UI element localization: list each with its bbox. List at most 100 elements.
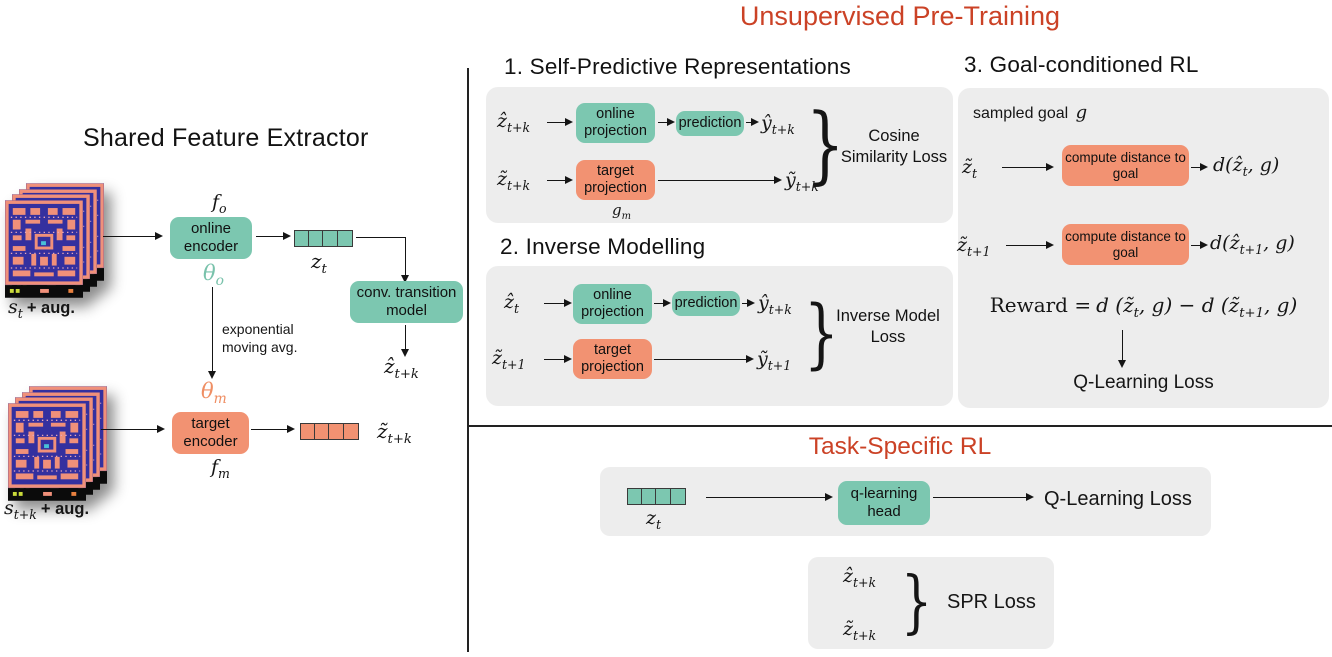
q-learning-loss-task-label: Q-Learning Loss <box>1044 488 1192 510</box>
online-projection-box: online projection <box>576 103 655 143</box>
cosine-similarity-loss-label: Cosine Similarity Loss <box>840 127 948 167</box>
s3-row1-input: z̃t <box>962 156 978 181</box>
task-specific-rl-title: Task-Specific RL <box>808 433 992 460</box>
arrow <box>658 176 782 184</box>
observation-stack-bottom <box>8 386 110 504</box>
section2-panel <box>486 266 953 406</box>
arrow <box>547 118 573 126</box>
sampled-goal-text: sampled goal <box>973 105 1069 122</box>
spr-loss-label: SPR Loss <box>947 591 1036 613</box>
theta-m-label: θm <box>201 379 227 408</box>
s3-row1-output: d(ẑt, g) <box>1213 154 1280 179</box>
brace: } <box>901 563 933 642</box>
online-projection-box: online projection <box>573 284 652 324</box>
s2-row2-output: ỹt+1 <box>757 348 792 373</box>
arrow <box>654 355 754 363</box>
latent-cell <box>669 488 686 505</box>
game-frame <box>5 200 83 298</box>
ema-arrow <box>207 287 216 379</box>
arrow <box>101 425 165 433</box>
target-projection-box: target projection <box>576 160 655 200</box>
latent-cell <box>336 230 353 247</box>
aug-suffix: + aug. <box>26 299 75 317</box>
f-o-label: fo <box>212 191 227 216</box>
spr-ztilde-label: z̃t+k <box>843 618 877 643</box>
horizontal-divider <box>469 425 1332 427</box>
latent-bar-ztilde <box>300 423 359 440</box>
latent-cell <box>342 423 359 440</box>
section3-heading: 3. Goal-conditioned RL <box>964 52 1199 77</box>
z-t-task-label: zt <box>646 507 662 532</box>
vertical-divider <box>467 68 469 652</box>
arrow <box>742 299 755 307</box>
latent-bar-zt-task <box>627 488 686 505</box>
brace: } <box>806 95 845 193</box>
conv-transition-model-box: conv. transition model <box>350 281 463 323</box>
s1-row2-output: ỹt+k <box>785 169 819 194</box>
arrow <box>1002 163 1054 171</box>
compute-distance-box: compute distance to goal <box>1062 145 1189 186</box>
section1-heading: 1. Self-Predictive Representations <box>504 54 851 79</box>
q-learning-head-box: q-learning head <box>838 481 930 525</box>
s1-row1-input: ẑt+k <box>497 110 531 135</box>
section2-heading: 2. Inverse Modelling <box>500 234 706 259</box>
arrow <box>544 299 572 307</box>
compute-distance-box: compute distance to goal <box>1062 224 1189 265</box>
s3-row2-input: z̃t+1 <box>957 234 991 259</box>
s-tk-math: st+k <box>4 497 37 522</box>
s-t-math: st <box>8 296 23 321</box>
arrow <box>256 232 291 240</box>
q-learning-loss-label: Q-Learning Loss <box>1073 372 1214 393</box>
arrow <box>1006 241 1054 249</box>
ema-label: exponential moving avg. <box>222 321 298 356</box>
shared-feature-extractor-title: Shared Feature Extractor <box>83 124 369 152</box>
arrow <box>706 493 833 501</box>
arrow <box>251 425 295 433</box>
arrow <box>544 355 572 363</box>
unsupervised-pretraining-title: Unsupervised Pre-Training <box>739 1 1061 31</box>
brace: } <box>804 288 839 377</box>
game-frame <box>8 403 86 501</box>
reward-expression: d (z̃t, g) − d (z̃t+1, g) <box>1096 293 1298 321</box>
arrow <box>746 118 759 126</box>
target-projection-box: target projection <box>573 339 652 379</box>
reward-label: Reward = <box>989 293 1092 317</box>
spr-zhat-label: ẑt+k <box>843 565 877 590</box>
goal-g-math: g <box>1075 102 1088 123</box>
z-t-label: zt <box>311 249 327 277</box>
s2-row2-input: z̃t+1 <box>492 347 526 372</box>
latent-bar-zt <box>294 230 353 247</box>
z-tilde-tk-label: z̃t+k <box>377 419 412 447</box>
s3-row2-output: d(ẑt+1, g) <box>1210 232 1295 257</box>
inverse-model-loss-label: Inverse Model Loss <box>836 307 940 347</box>
arrow <box>1191 163 1208 171</box>
arrow <box>658 118 675 126</box>
arrow-down <box>400 325 409 357</box>
arrow-down <box>400 237 409 283</box>
arrow <box>547 176 573 184</box>
arrow <box>654 299 671 307</box>
prediction-box: prediction <box>672 291 740 316</box>
g-m-label: gm <box>612 201 631 222</box>
input-state-bottom-label: st+k+ aug. <box>4 497 89 522</box>
observation-stack-top <box>5 183 107 301</box>
arrow-down <box>1117 330 1126 368</box>
target-encoder-box: target encoder <box>172 412 249 454</box>
prediction-box: prediction <box>676 111 744 136</box>
section1-panel <box>486 87 953 223</box>
input-state-top-label: st+ aug. <box>8 296 75 321</box>
s1-row2-input: z̃t+k <box>497 168 531 193</box>
arrow <box>1191 241 1208 249</box>
aug-suffix: + aug. <box>40 500 90 518</box>
arrow <box>933 493 1034 501</box>
connector-line <box>356 237 406 238</box>
s2-row1-input: ẑt <box>504 291 520 316</box>
online-encoder-box: online encoder <box>170 217 252 259</box>
z-hat-tk-label: ẑt+k <box>384 354 419 382</box>
spr-panel <box>808 557 1054 649</box>
theta-o-label: θo <box>203 261 225 290</box>
arrow <box>103 232 163 240</box>
s1-row1-output: ŷt+k <box>761 112 795 137</box>
s2-row1-output: ŷt+k <box>758 292 792 317</box>
